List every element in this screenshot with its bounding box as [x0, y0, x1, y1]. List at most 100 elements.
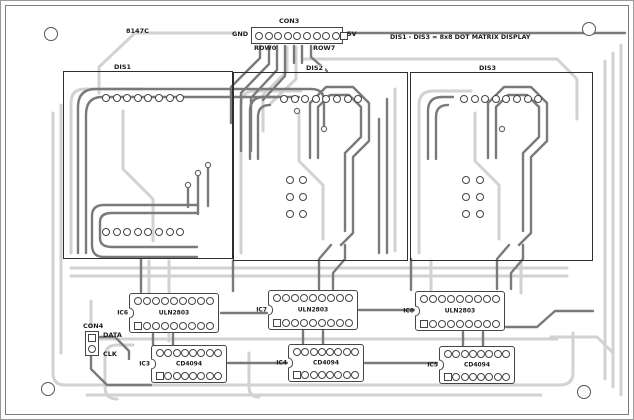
con3-label: CON3: [279, 17, 300, 25]
pcb-code: 8147C: [126, 27, 149, 35]
ic-pin: [342, 370, 351, 379]
solder-pad: [299, 193, 307, 201]
solder-pad: [144, 228, 153, 236]
ic-pin: [345, 293, 353, 302]
pin-row: [156, 371, 222, 380]
ic-pin: [293, 347, 301, 356]
connector-pin: [312, 31, 321, 40]
mounting-hole: [44, 27, 58, 41]
ic-cd4094-3: IC5 CD4094: [427, 346, 515, 384]
ic-pin: [206, 296, 214, 305]
con3-round-pins: [255, 31, 340, 40]
ic-pin: [334, 370, 343, 379]
pin-row: [134, 321, 214, 330]
ic-pin: [460, 349, 469, 358]
solder-pad: [476, 210, 484, 218]
ic-pin: [465, 294, 473, 303]
ic-pin: [309, 347, 318, 356]
solder-pad: [123, 228, 132, 236]
solder-pad: [462, 193, 470, 201]
ic-pin: [452, 372, 461, 381]
ic-pin: [291, 318, 299, 327]
ic-pin: [468, 349, 477, 358]
solder-pad: [133, 228, 142, 236]
ic-pin: [492, 294, 500, 303]
ic-pin: [291, 293, 299, 302]
solder-pad: [154, 94, 163, 102]
connector-con3: [251, 27, 348, 44]
ic-pin: [309, 318, 317, 327]
ic-pin: [161, 321, 169, 330]
mounting-hole: [582, 22, 596, 36]
ic-pin: [317, 370, 326, 379]
mounting-hole: [41, 382, 55, 396]
ic-pin: [336, 293, 344, 302]
ic-pin: [438, 294, 446, 303]
row0-label: ROW0: [254, 44, 277, 52]
ic-cd4094-2: IC4 CD4094: [276, 344, 364, 382]
board-outline: [5, 5, 629, 415]
ic-pin: [485, 349, 494, 358]
ic-part-label: ULN2803: [158, 309, 190, 317]
solder-pad: [290, 95, 299, 103]
pin-row: [134, 296, 214, 305]
solder-pad: [112, 94, 121, 102]
ic-pin: [300, 293, 308, 302]
solder-pad: [165, 228, 174, 236]
ic-pin: [501, 349, 510, 358]
trace-layer-light: [51, 31, 623, 401]
ic-pin: [197, 296, 205, 305]
solder-pad: [299, 210, 307, 218]
solder-pad: [165, 94, 174, 102]
ic-pin: [172, 348, 181, 357]
ic-pin: [170, 321, 178, 330]
ic-pin: [143, 296, 151, 305]
ic-pin: [293, 370, 301, 379]
solder-pad: [332, 95, 341, 103]
solder-pad: [512, 95, 521, 103]
ic-pin: [465, 319, 473, 328]
solder-pad: [280, 95, 288, 103]
ic-pin: [420, 319, 428, 328]
ic-uln2803-2: IC7 ULN2803: [256, 290, 358, 330]
solder-pad: [534, 95, 543, 103]
display-footprint-dis3: DIS3: [410, 65, 593, 261]
solder-pad: [523, 95, 532, 103]
display-footprint-dis1: DIS1: [63, 64, 233, 259]
ic-pin: [179, 321, 187, 330]
ic-pin: [477, 372, 486, 381]
ic-pin: [420, 294, 428, 303]
ic-ref: IC3: [139, 360, 150, 368]
ic-pin: [456, 294, 464, 303]
ic-pin: [336, 318, 344, 327]
ic-pin: [447, 319, 455, 328]
solder-pad: [133, 94, 142, 102]
ic-pin: [342, 347, 351, 356]
connector-pin: [322, 31, 331, 40]
pin-row: [273, 318, 353, 327]
ic-uln2803-3: IC8 ULN2803: [403, 291, 505, 331]
solder-pad: [112, 228, 121, 236]
solder-pad: [460, 95, 468, 103]
solder-pad: [102, 228, 110, 236]
row7-label: ROW7: [313, 44, 336, 52]
solder-pad: [286, 210, 294, 218]
solder-pad: [123, 94, 132, 102]
ic-pin: [326, 370, 335, 379]
v5-label: 5V: [347, 30, 357, 38]
ic-ref: IC8: [403, 307, 414, 315]
ic-pin: [205, 371, 214, 380]
connector-pin-square: [339, 31, 348, 40]
ic-pin: [501, 372, 510, 381]
ic-pin: [213, 348, 222, 357]
ic-pin: [152, 321, 160, 330]
connector-pin: [264, 31, 273, 40]
display-label: DIS1: [112, 63, 134, 71]
connector-pin: [293, 31, 302, 40]
pin-row: [273, 293, 353, 302]
ic-pin: [180, 371, 189, 380]
ic-pin: [164, 348, 173, 357]
ic-pin: [134, 321, 142, 330]
ic-pin: [474, 319, 482, 328]
solder-pad: [154, 228, 163, 236]
